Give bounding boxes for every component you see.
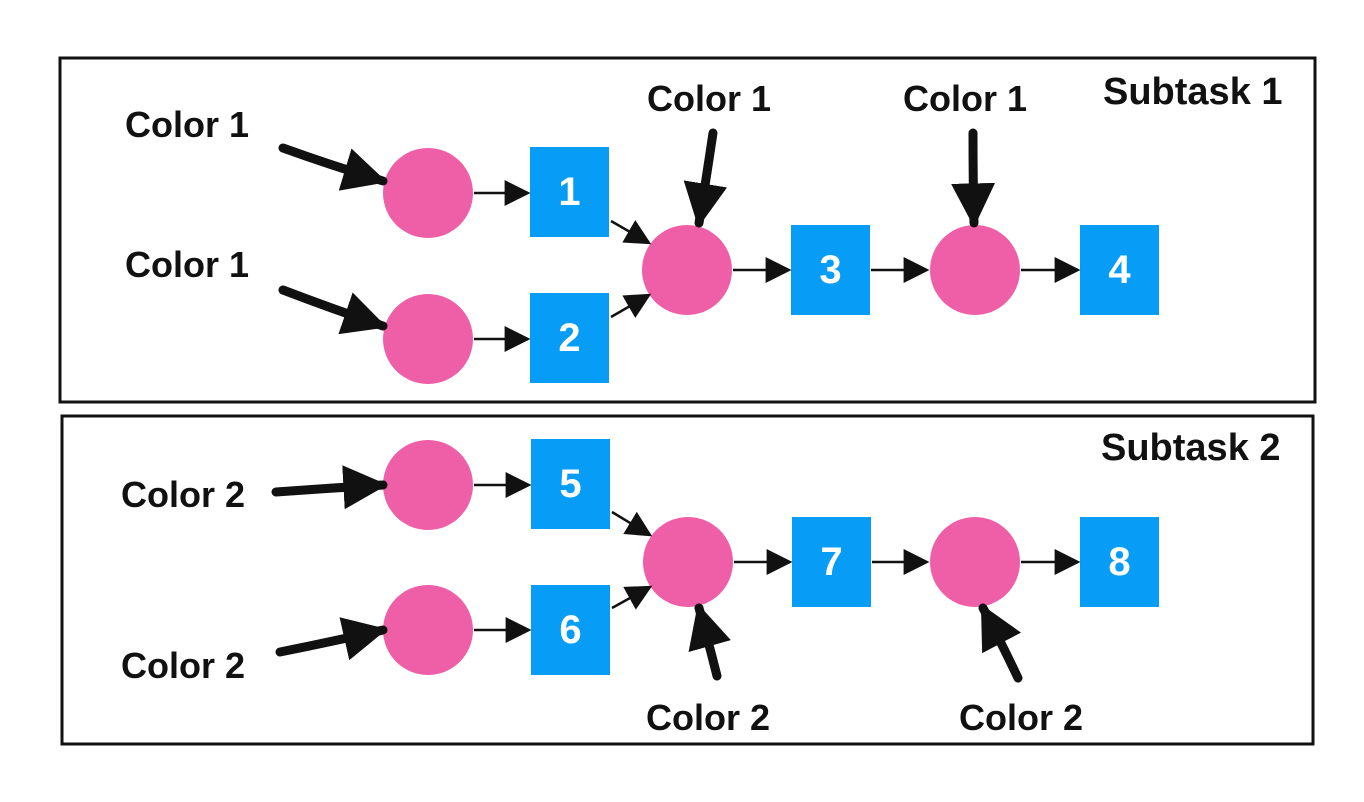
subtask-1-color-label-3: Color 1: [647, 78, 771, 119]
subtask-2-circle-1: [383, 440, 473, 530]
subtask-1-square-4: 4: [1080, 225, 1159, 315]
subtask-1-square-1: 1: [530, 147, 609, 237]
subtask-2-edge-s6-c3: [611, 585, 653, 610]
subtask-2-frame: [60, 414, 1315, 746]
subtask-1-square-3: 3: [791, 225, 870, 315]
subtask-2-color-arrow-1: [271, 465, 388, 510]
subtask-2-square-6: 6: [531, 585, 610, 675]
subtask-1-color-label-1: Color 1: [125, 104, 249, 145]
subtask-1-circle-3: [642, 225, 732, 315]
subtask-2-color-label-4: Color 2: [959, 697, 1083, 738]
subtask-1-color-label-2: Color 1: [125, 244, 249, 285]
subtask-2-square-5: 5: [531, 439, 610, 529]
subtask-1-circle-1: [383, 148, 473, 238]
subtask-2-color-arrow-2: [275, 617, 388, 661]
subtask-2-square-8: 8: [1080, 517, 1159, 607]
subtask-2-circle-3: [643, 517, 733, 607]
subtask-2-square-5-label: 5: [559, 462, 581, 506]
subtask-1-color-arrow-4: [951, 128, 996, 228]
subtask-1-square-3-label: 3: [819, 248, 841, 292]
subtask-1-circle-4: [930, 225, 1020, 315]
subtask-2-circle-2: [383, 585, 473, 675]
subtask-2-color-label-3: Color 2: [646, 697, 770, 738]
subtask-1-color-label-4: Color 1: [903, 78, 1027, 119]
subtask-2-color-label-2: Color 2: [121, 645, 245, 686]
subtask-1-circle-2: [383, 294, 473, 384]
subtask-1-color-arrow-3: [683, 128, 728, 228]
subtask-2-panel: Subtask 2 5 6 7 8: [60, 414, 1315, 746]
subtask-1-title: Subtask 1: [1103, 71, 1283, 113]
subtask-1-color-arrow-2: [278, 285, 388, 335]
subtask-1-edge-s2-c3: [610, 293, 652, 319]
subtask-1-square-4-label: 4: [1108, 248, 1131, 292]
subtask-2-square-7-label: 7: [820, 540, 842, 584]
subtask-2-edge-s5-c3: [611, 510, 653, 537]
subtask-2-title: Subtask 2: [1101, 427, 1281, 469]
subtask-1-square-1-label: 1: [558, 170, 580, 214]
subtask-1-frame: [58, 56, 1317, 404]
subtask-1-square-2-label: 2: [558, 316, 580, 360]
subtask-2-square-7: 7: [792, 517, 871, 607]
subtask-2-circle-4: [930, 517, 1020, 607]
subtask-2-color-arrow-4: [978, 603, 1023, 683]
subtask-2-color-label-1: Color 2: [121, 474, 245, 515]
subtask-1-edge-s1-c3: [610, 219, 652, 245]
subtask-1-color-arrow-1: [278, 143, 388, 191]
subtask-2-color-arrow-3: [688, 603, 731, 681]
subtask-1-square-2: 2: [530, 293, 609, 383]
subtask-2-square-6-label: 6: [559, 608, 581, 652]
subtask-2-square-8-label: 8: [1108, 540, 1130, 584]
subtask-1-panel: Subtask 1 1 2 3 4: [58, 56, 1317, 404]
